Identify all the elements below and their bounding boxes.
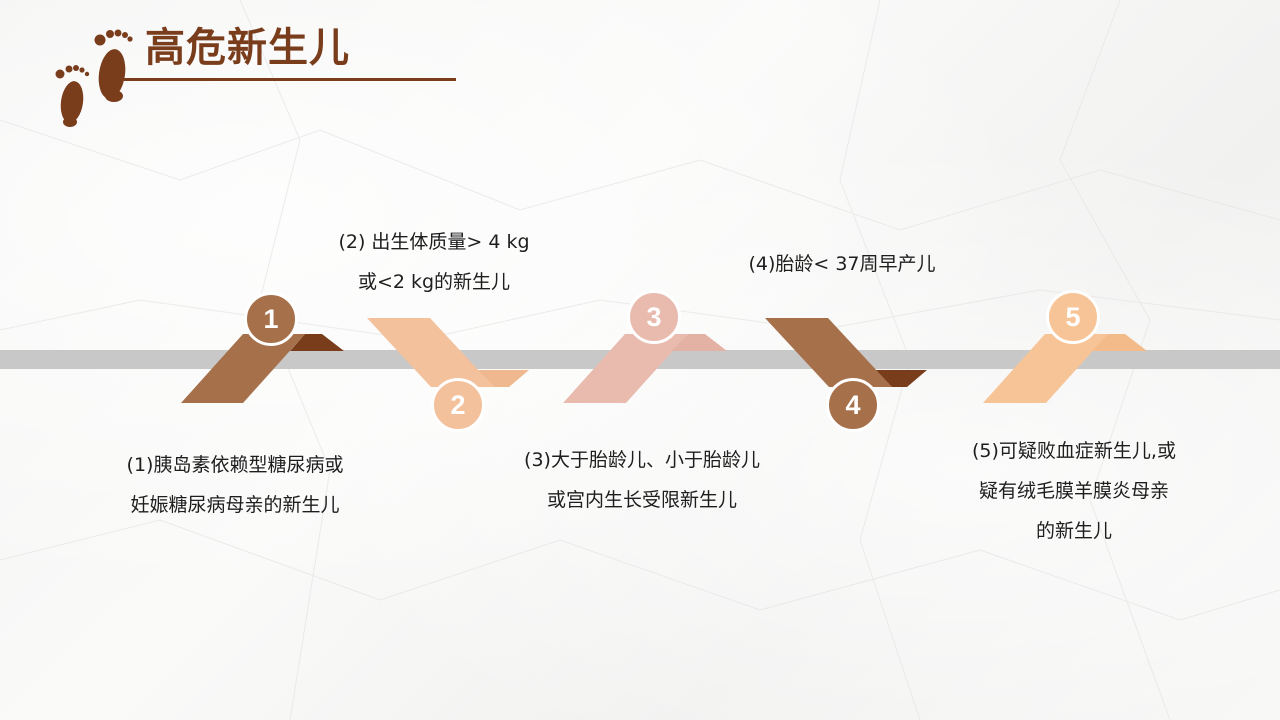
- step-5-line-1: (5)可疑败血症新生儿,或: [972, 440, 1176, 462]
- step-5-number: 5: [1046, 290, 1100, 344]
- step-1-line-2: 妊娠糖尿病母亲的新生儿: [130, 494, 340, 516]
- step-5-line-3: 的新生儿: [1035, 520, 1112, 542]
- step-2-number: 2: [431, 378, 485, 432]
- step-1-number: 1: [244, 292, 298, 346]
- step-1-description: (1)胰岛素依赖型糖尿病或 妊娠糖尿病母亲的新生儿: [85, 445, 385, 525]
- step-2-fold: [478, 370, 529, 387]
- step-5-description: (5)可疑败血症新生儿,或 疑有绒毛膜羊膜炎母亲 的新生儿: [934, 431, 1214, 551]
- step-3-shape: [563, 334, 688, 403]
- step-3-description: (3)大于胎龄儿、小于胎龄儿 或宫内生长受限新生儿: [492, 440, 792, 520]
- step-3-number: 3: [627, 290, 681, 344]
- title-underline: [124, 78, 456, 81]
- step-2-line-2: 或<2 kg的新生儿: [357, 271, 511, 293]
- step-2-line-1: (2) 出生体质量> 4 kg: [338, 231, 530, 253]
- step-2-description: (2) 出生体质量> 4 kg 或<2 kg的新生儿: [294, 222, 574, 302]
- step-3-fold: [672, 334, 727, 351]
- step-4-line-1: (4)胎龄< 37周早产儿: [748, 253, 936, 275]
- step-5-fold: [1092, 334, 1147, 351]
- step-3-line-2: 或宫内生长受限新生儿: [546, 489, 737, 511]
- footprints-icon: [55, 29, 133, 127]
- step-1-shape: [181, 334, 305, 403]
- step-2-shape: [367, 318, 494, 387]
- step-5-shape: [983, 334, 1108, 403]
- step-5-line-2: 疑有绒毛膜羊膜炎母亲: [978, 480, 1169, 502]
- step-1-fold: [290, 334, 344, 351]
- step-4-shape: [765, 318, 892, 387]
- step-1-line-1: (1)胰岛素依赖型糖尿病或: [126, 454, 344, 476]
- step-4-number: 4: [826, 378, 880, 432]
- page-title: 高危新生儿: [145, 25, 350, 71]
- step-4-description: (4)胎龄< 37周早产儿: [702, 244, 982, 284]
- step-3-line-1: (3)大于胎龄儿、小于胎龄儿: [524, 449, 760, 471]
- step-4-fold: [876, 370, 927, 387]
